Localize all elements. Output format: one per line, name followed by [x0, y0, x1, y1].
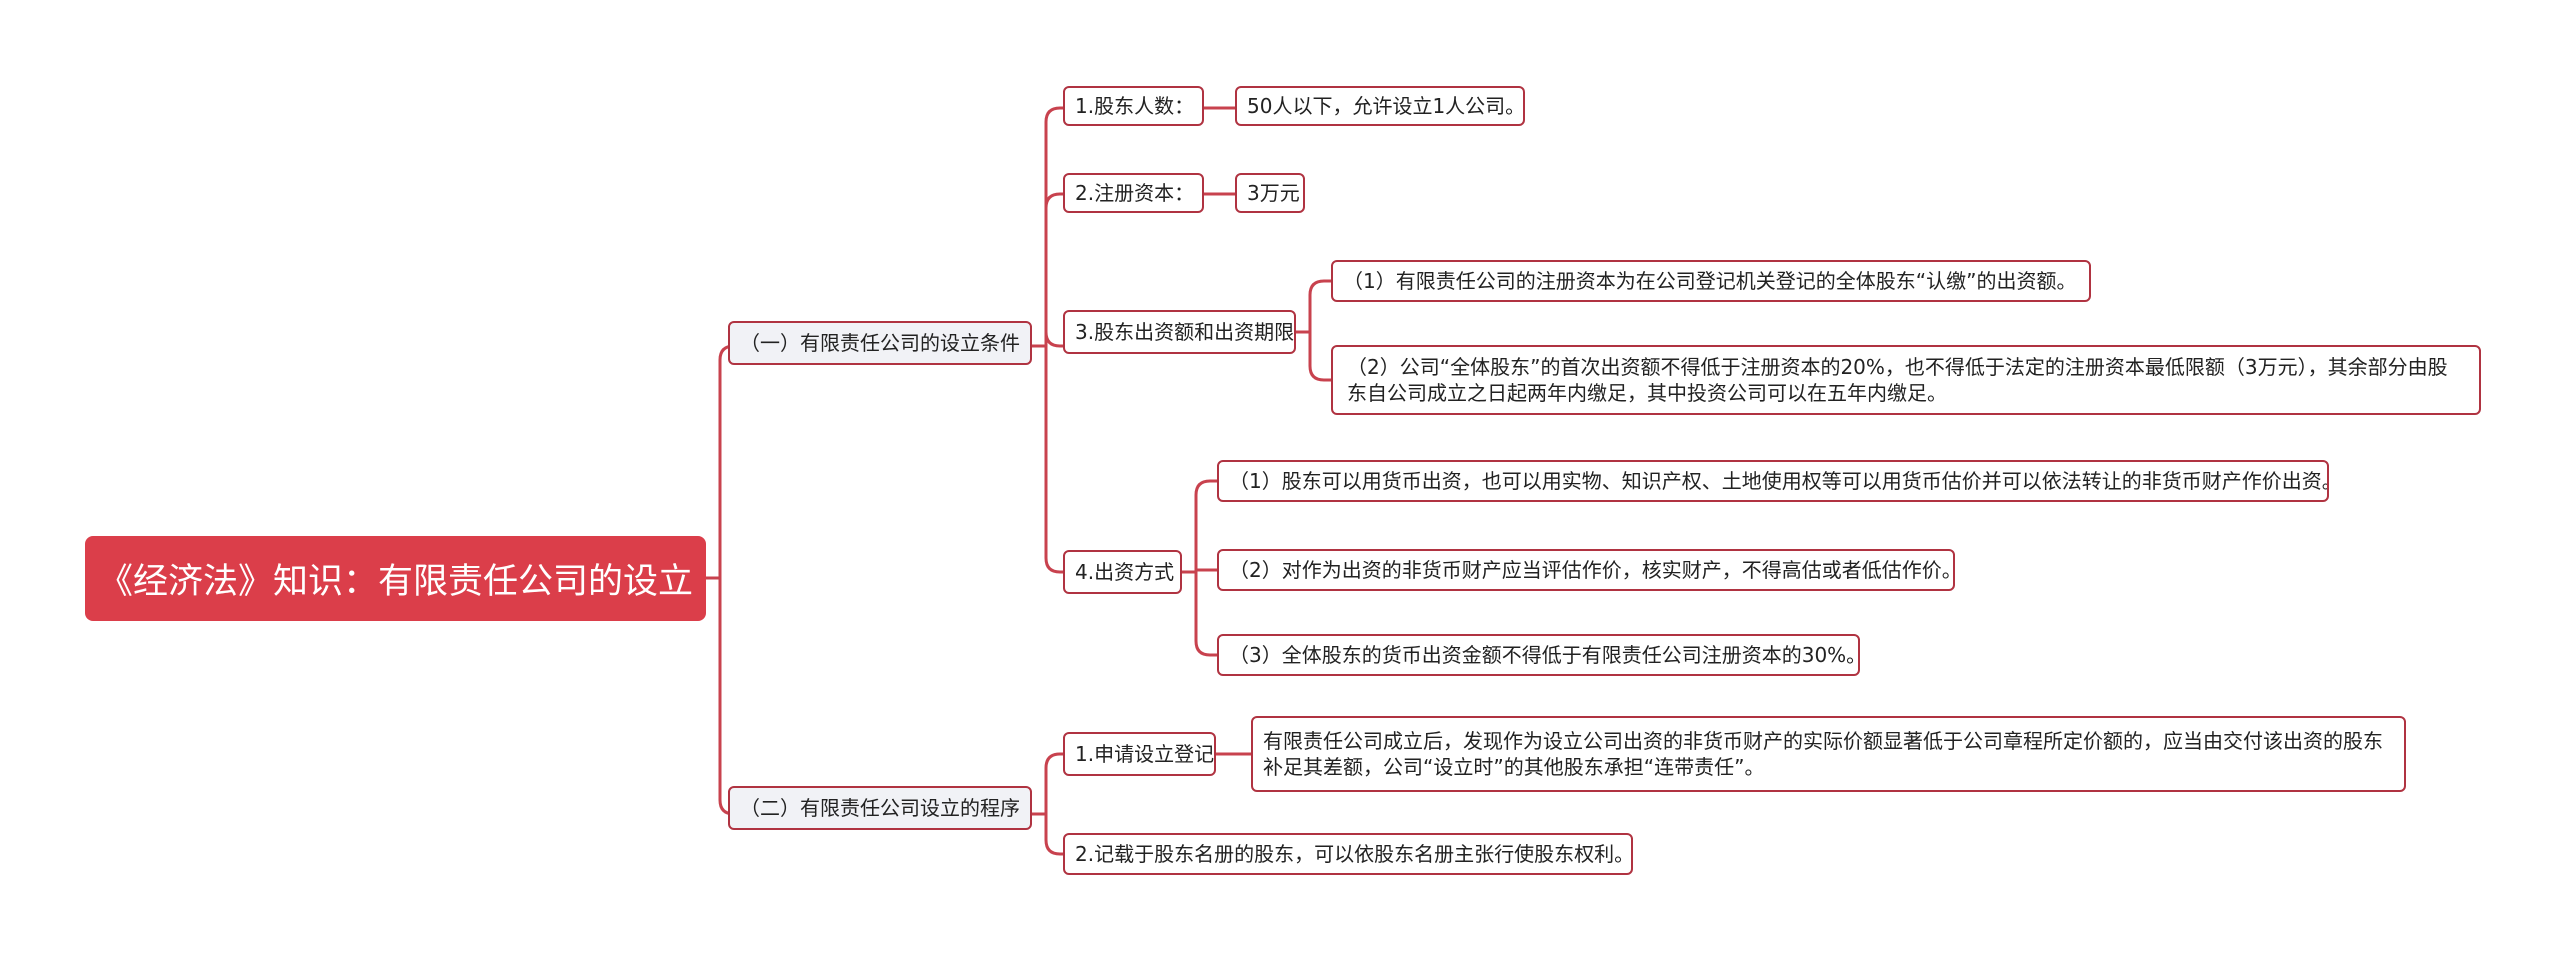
detail-contribution-2[interactable]: （2）公司“全体股东”的首次出资额不得低于注册资本的20%，也不得低于法定的注册… — [1331, 345, 2481, 415]
root-topic[interactable]: 《经济法》知识：有限责任公司的设立 — [85, 536, 706, 621]
detail-registered-capital[interactable]: 3万元 — [1235, 173, 1305, 213]
link-branch1-item3 — [1044, 192, 1070, 348]
link-item3-detail2 — [1308, 330, 1338, 382]
topic-registered-capital[interactable]: 2.注册资本： — [1063, 173, 1204, 213]
topic-shareholder-register[interactable]: 2.记载于股东名册的股东，可以依股东名册主张行使股东权利。 — [1063, 833, 1633, 875]
link-item4-detail1 — [1180, 479, 1224, 574]
branch-setup-procedure[interactable]: （二）有限责任公司设立的程序 — [728, 786, 1032, 830]
link-root-branch2 — [718, 576, 744, 816]
detail-method-3[interactable]: （3）全体股东的货币出资金额不得低于有限责任公司注册资本的30%。 — [1217, 634, 1860, 676]
detail-contribution-1[interactable]: （1）有限责任公司的注册资本为在公司登记机关登记的全体股东“认缴”的出资额。 — [1331, 260, 2091, 302]
link-branch2-item2 — [1044, 812, 1070, 856]
detail-method-1[interactable]: （1）股东可以用货币出资，也可以用实物、知识产权、土地使用权等可以用货币估价并可… — [1217, 460, 2329, 502]
link-branch1-item1 — [1030, 106, 1070, 348]
link-root-branch1 — [704, 344, 744, 580]
topic-apply-registration[interactable]: 1.申请设立登记 — [1063, 732, 1216, 776]
topic-contribution-amount-period[interactable]: 3.股东出资额和出资期限 — [1063, 310, 1296, 354]
link-item4-detail3 — [1194, 570, 1224, 657]
link-branch1-item4 — [1044, 344, 1070, 574]
topic-contribution-method[interactable]: 4.出资方式 — [1063, 550, 1182, 594]
link-branch2-item1 — [1030, 752, 1070, 816]
link-item3-detail1 — [1294, 279, 1338, 334]
branch-setup-conditions[interactable]: （一）有限责任公司的设立条件 — [728, 321, 1032, 365]
detail-shareholder-count[interactable]: 50人以下，允许设立1人公司。 — [1235, 86, 1525, 126]
topic-shareholder-count[interactable]: 1.股东人数： — [1063, 86, 1204, 126]
detail-method-2[interactable]: （2）对作为出资的非货币财产应当评估作价，核实财产，不得高估或者低估作价。 — [1217, 549, 1955, 591]
detail-apply-registration[interactable]: 有限责任公司成立后，发现作为设立公司出资的非货币财产的实际价额显著低于公司章程所… — [1251, 716, 2406, 792]
